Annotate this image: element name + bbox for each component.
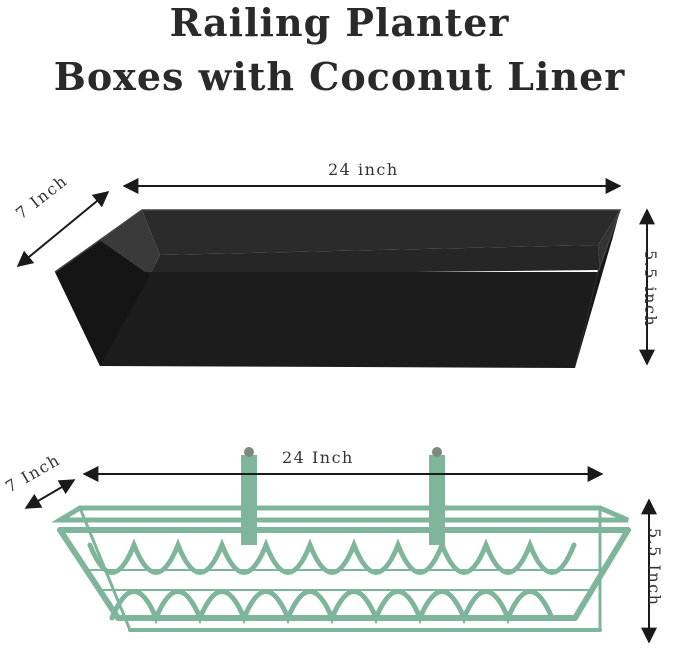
coconut-liner-image xyxy=(54,209,622,368)
liner-right-end xyxy=(575,210,620,368)
liner-height-label: 5.5 inch xyxy=(641,250,660,328)
liner-floor xyxy=(150,245,600,275)
liner-left-end xyxy=(55,240,150,366)
liner-inner-left xyxy=(100,210,160,275)
liner-width-arrow xyxy=(16,190,110,268)
liner-length-label: 24 inch xyxy=(328,160,399,179)
planter-height-label: 5.5 Inch xyxy=(645,528,664,607)
title-line-1: Railing Planter xyxy=(169,0,510,45)
right-wing-nut xyxy=(432,447,442,457)
planter-arch-pattern xyxy=(87,538,577,625)
metal-planter-image xyxy=(50,447,631,632)
planter-top-frame xyxy=(50,505,629,523)
left-wing-nut xyxy=(244,447,254,457)
title-line-2: Boxes with Coconut Liner xyxy=(53,54,626,99)
liner-front xyxy=(55,272,598,368)
liner-inner-back xyxy=(142,210,620,255)
planter-length-label: 24 Inch xyxy=(282,448,354,467)
planter-left-end xyxy=(57,527,121,621)
planter-width-arrow xyxy=(24,479,76,509)
